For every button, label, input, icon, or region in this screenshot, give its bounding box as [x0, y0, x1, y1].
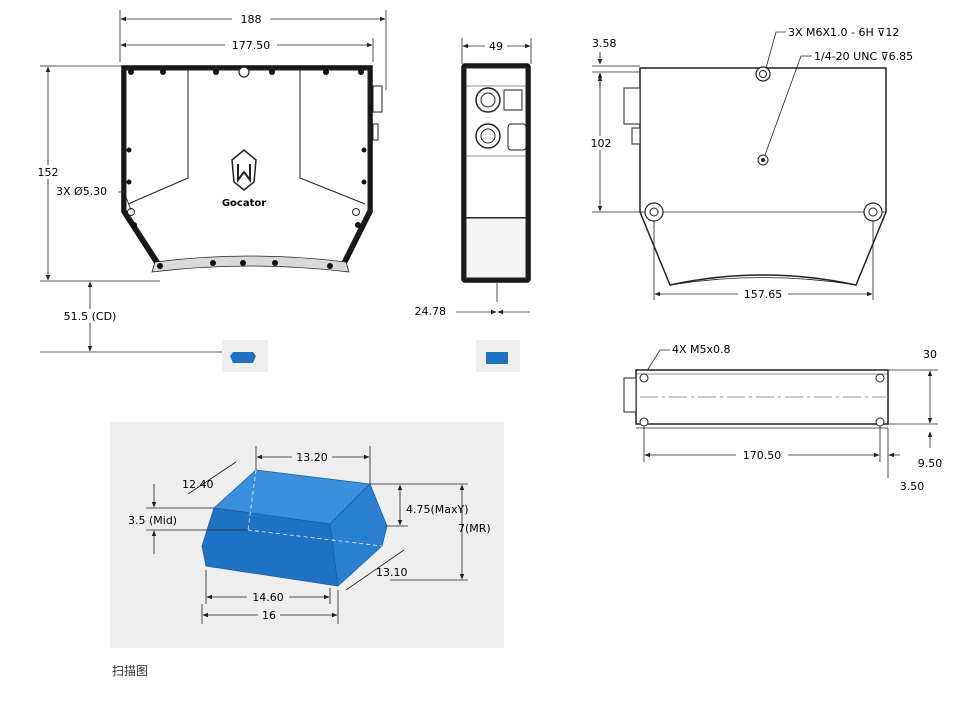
dim-overall-width: 188	[241, 13, 262, 26]
dim-mid: 3.5 (Mid)	[128, 514, 177, 527]
dim-offset-b: 3.50	[900, 480, 925, 493]
logo-text: Gocator	[222, 198, 266, 209]
front-view: 188 177.50 152	[36, 10, 387, 372]
gocator-logo: Gocator	[222, 149, 266, 209]
dim-depth: 49	[489, 40, 503, 53]
note-tapped-holes: 3X M6X1.0 - 6H ⊽12	[788, 26, 899, 39]
dim-inner-bottom: 14.60	[252, 591, 284, 604]
dim-margin: 3.58	[592, 37, 617, 50]
dim-bottom-width-scan: 16	[262, 609, 276, 622]
dim-bottom-width-top: 157.65	[744, 288, 783, 301]
side-view: 49 24.78	[415, 38, 532, 372]
dim-height-top: 102	[591, 137, 612, 150]
dim-max-y: 4.75(MaxY)	[406, 503, 469, 516]
dim-offset-a: 9.50	[918, 457, 943, 470]
dim-thickness: 30	[923, 348, 937, 361]
hole-note: 3X Ø5.30	[56, 185, 107, 198]
note-mount-hole: 1/4-20 UNC ⊽6.85	[814, 50, 913, 63]
top-view: 3.58 3X M6X1.0 - 6H ⊽12 1/4-20 UNC ⊽6.85…	[589, 26, 913, 301]
scan-volume-right-face	[329, 483, 388, 587]
dim-side-depth: 13.10	[376, 566, 408, 579]
dim-height: 152	[38, 166, 59, 179]
dim-offset: 24.78	[415, 305, 447, 318]
scan-volume-panel: 13.20 12.40 3.5 (Mid) 4.75(MaxY) 7(MR) 1…	[110, 422, 504, 648]
dim-width-bottom: 170.50	[743, 449, 782, 462]
clearance-distance: 51.5 (CD)	[64, 310, 117, 323]
note-holes-bottom: 4X M5x0.8	[672, 343, 731, 356]
dim-mr: 7(MR)	[458, 522, 491, 535]
dim-top-depth: 12.40	[182, 478, 214, 491]
scan-volume-front-face	[201, 507, 339, 587]
bottom-view: 4X M5x0.8 30 170.50 9.50 3.50	[623, 343, 943, 493]
scan-caption: 扫描图	[112, 664, 149, 678]
dim-top-width: 13.20	[296, 451, 328, 464]
dim-inner-width: 177.50	[232, 39, 271, 52]
